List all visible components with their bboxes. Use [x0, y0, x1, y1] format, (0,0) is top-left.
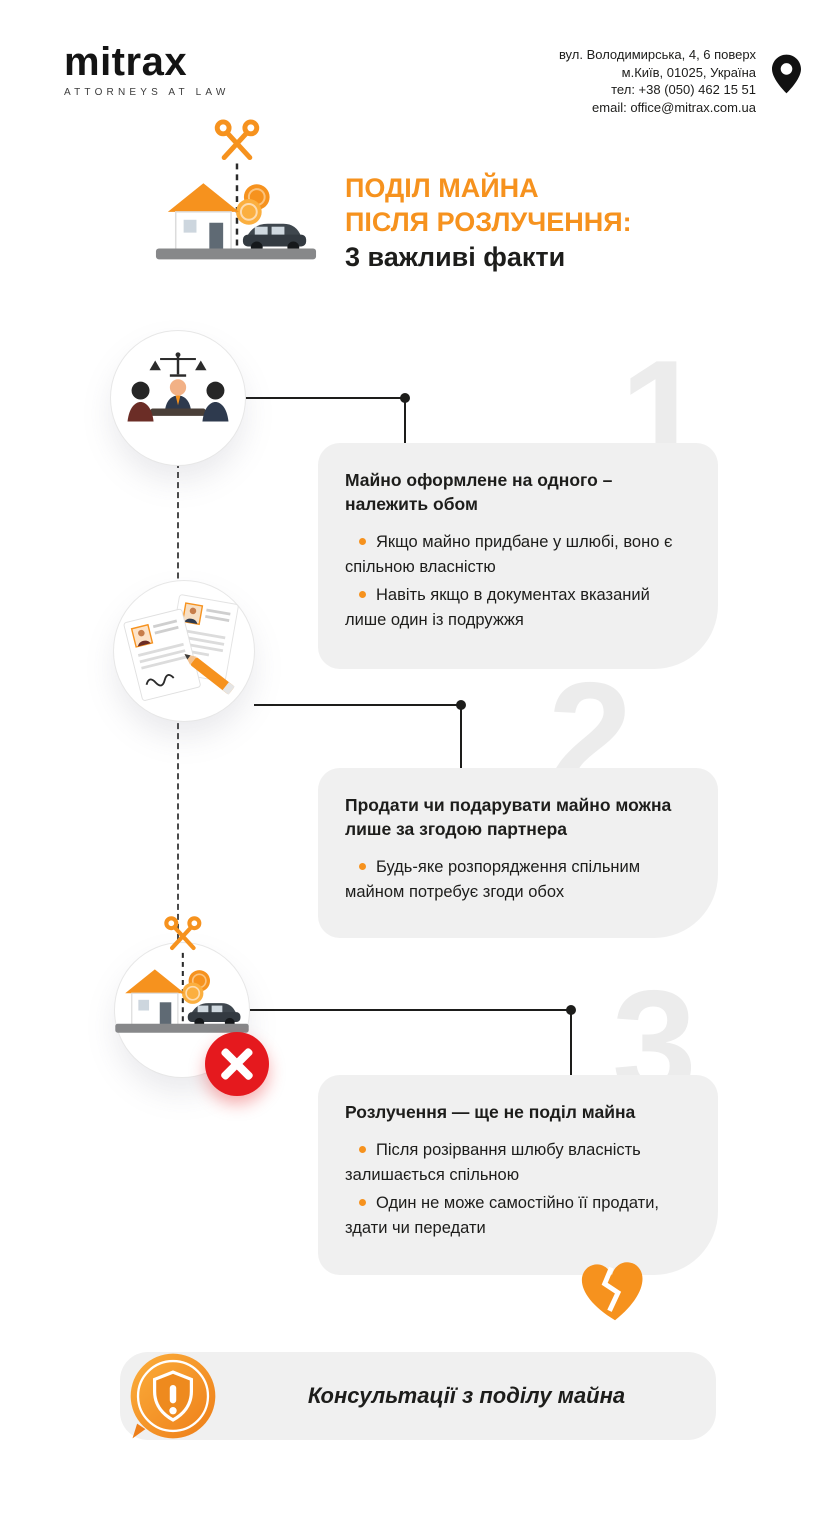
bullet-dot: [359, 591, 366, 598]
connector-dot-2: [456, 700, 466, 710]
page-title: ПОДІЛ МАЙНА ПІСЛЯ РОЗЛУЧЕННЯ: 3 важливі …: [345, 171, 632, 274]
scissors-icon: [164, 916, 202, 950]
connector-dot-1: [400, 393, 410, 403]
bullet-text: Після розірвання шлюбу власність залишає…: [345, 1141, 641, 1184]
red-cross-icon: [205, 1032, 269, 1096]
contact-address-line2: м.Київ, 01025, Україна: [621, 64, 756, 80]
title-line-2: ПІСЛЯ РОЗЛУЧЕННЯ:: [345, 207, 632, 237]
fact-1-illustration: [111, 331, 245, 465]
fact-3-title: Розлучення — ще не поділ майна: [345, 1102, 636, 1122]
bullet-text: Будь-яке розпорядження спільним майном п…: [345, 858, 641, 901]
bullet-dot: [359, 1199, 366, 1206]
fact-3-illustration: [115, 916, 249, 1077]
location-pin-icon: [772, 54, 801, 94]
connector-line-1-vertical: [404, 397, 406, 444]
fact-2-illustration: [114, 581, 254, 721]
title-line-1: ПОДІЛ МАЙНА: [345, 173, 539, 203]
bullet-dot: [359, 1146, 366, 1153]
contact-phone: тел: +38 (050) 462 15 51: [611, 82, 756, 97]
fact-card-1: Майно оформлене на одного – належить обо…: [318, 443, 718, 669]
contact-email: email: office@mitrax.com.ua: [592, 99, 756, 115]
documents-signature-icon: [123, 594, 239, 701]
bullet-dot: [359, 538, 366, 545]
broken-heart-icon: [581, 1262, 643, 1321]
connector-line-2-horizontal: [254, 704, 462, 706]
house-split-denied-icon: [115, 916, 249, 1033]
shield-alert-icon: [130, 1353, 216, 1439]
scissors-icon: [214, 119, 260, 160]
list-item: Один не може самостійно її продати, здат…: [345, 1191, 688, 1241]
connector-line-3-vertical: [570, 1009, 572, 1076]
fact-2-title: Продати чи подарувати майно можна лише з…: [345, 795, 672, 839]
cta-label: Консультації з поділу майна: [307, 1383, 626, 1408]
fact-1-bullets: Якщо майно придбане у шлюбі, воно є спіл…: [345, 530, 688, 633]
contact-block: вул. Володимирська, 4, 6 поверх м.Київ, …: [559, 46, 756, 116]
list-item: Будь-яке розпорядження спільним майном п…: [345, 855, 688, 905]
logo-wordmark: mitrax: [64, 40, 188, 84]
list-item: Якщо майно придбане у шлюбі, воно є спіл…: [345, 530, 688, 580]
list-item: Після розірвання шлюбу власність залишає…: [345, 1138, 688, 1188]
pencil-icon: [184, 653, 235, 695]
bullet-text: Один не може самостійно її продати, здат…: [345, 1194, 660, 1237]
house-split-scissors-icon: [155, 119, 317, 260]
cta-banner[interactable]: Консультації з поділу майна: [120, 1352, 716, 1440]
bullet-dot: [359, 863, 366, 870]
fact-2-bullets: Будь-яке розпорядження спільним майном п…: [345, 855, 688, 905]
connector-line-1-horizontal: [245, 397, 406, 399]
connector-line-3-horizontal: [249, 1009, 572, 1011]
logo-tagline: ATTORNEYS AT LAW: [64, 87, 230, 98]
title-line-3: 3 важливі факти: [345, 242, 566, 272]
list-item: Навіть якщо в документах вказаний лише о…: [345, 583, 688, 633]
fact-3-bullets: Після розірвання шлюбу власність залишає…: [345, 1138, 688, 1241]
logo: mitrax ATTORNEYS AT LAW: [64, 42, 230, 98]
fact-card-3: Розлучення — ще не поділ майна Після роз…: [318, 1075, 718, 1275]
fact-1-title: Майно оформлене на одного – належить обо…: [345, 470, 613, 514]
contact-address-line1: вул. Володимирська, 4, 6 поверх: [558, 47, 756, 62]
court-mediation-icon: [127, 352, 229, 422]
fact-card-2: Продати чи подарувати майно можна лише з…: [318, 768, 718, 938]
bullet-text: Якщо майно придбане у шлюбі, воно є спіл…: [345, 533, 673, 576]
connector-line-2-vertical: [460, 704, 462, 769]
connector-dot-3: [566, 1005, 576, 1015]
bullet-text: Навіть якщо в документах вказаний лише о…: [345, 586, 650, 629]
